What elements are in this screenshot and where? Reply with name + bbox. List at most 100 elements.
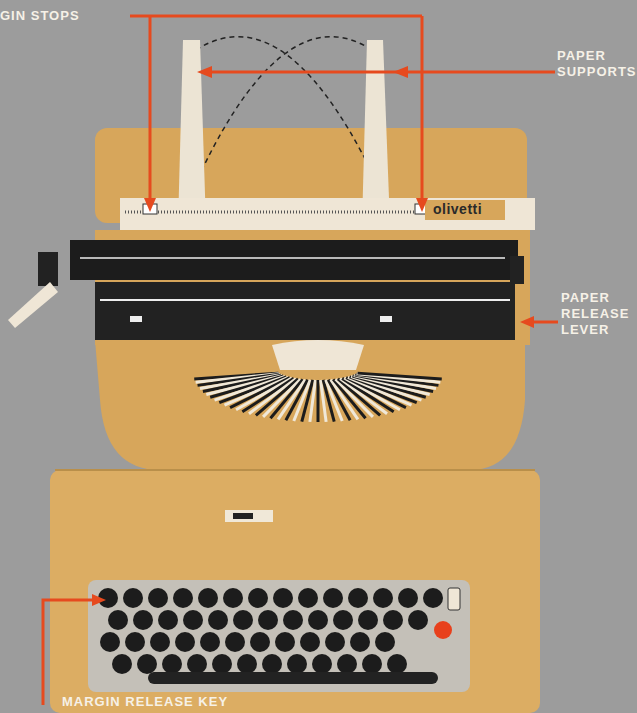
paper-bail — [100, 299, 510, 301]
key — [308, 610, 328, 630]
bail-roller — [130, 316, 142, 322]
key — [187, 654, 207, 674]
swing-arc — [196, 37, 385, 200]
key — [162, 654, 182, 674]
key — [133, 610, 153, 630]
key — [100, 632, 120, 652]
key — [348, 588, 368, 608]
type-bar — [263, 379, 300, 417]
key — [387, 654, 407, 674]
key — [108, 610, 128, 630]
arrowhead — [416, 198, 428, 212]
paper-table — [95, 282, 515, 340]
key — [233, 610, 253, 630]
key — [123, 588, 143, 608]
key — [208, 610, 228, 630]
type-guide — [272, 340, 364, 370]
platen — [70, 240, 518, 280]
carriage-lever — [8, 282, 58, 328]
key — [262, 654, 282, 674]
key — [148, 588, 168, 608]
key — [223, 588, 243, 608]
leader-lines — [43, 16, 558, 705]
keyboard-base — [50, 470, 540, 713]
type-bars — [194, 373, 442, 422]
key — [312, 654, 332, 674]
keys — [98, 588, 443, 674]
key — [300, 632, 320, 652]
key — [362, 654, 382, 674]
type-bar — [310, 380, 316, 422]
arrowheads — [92, 66, 534, 606]
body — [95, 340, 525, 470]
callout-label: GIN STOPS — [0, 8, 140, 24]
key — [275, 632, 295, 652]
brand-name: olivetti — [433, 201, 513, 217]
ribbon-selector-slot — [233, 513, 253, 519]
key — [337, 654, 357, 674]
scale — [125, 211, 420, 214]
arrowhead — [197, 66, 212, 78]
leader-line — [43, 600, 92, 705]
key — [237, 654, 257, 674]
key — [175, 632, 195, 652]
callout-label: MARGIN RELEASE KEY — [62, 694, 362, 710]
platen-line — [80, 257, 505, 259]
shift-lock — [448, 588, 460, 610]
key — [258, 610, 278, 630]
seam — [55, 469, 535, 471]
swing-arc — [188, 37, 372, 200]
space-bar — [148, 672, 438, 684]
key — [250, 632, 270, 652]
key — [398, 588, 418, 608]
key — [112, 654, 132, 674]
key — [325, 632, 345, 652]
callout-label: PAPER SUPPORTS — [557, 48, 637, 80]
key — [200, 632, 220, 652]
key — [408, 610, 428, 630]
type-bar — [358, 373, 442, 379]
arrowhead — [144, 198, 156, 212]
arrowhead — [393, 66, 408, 78]
arrowhead — [520, 316, 534, 328]
leader-line — [212, 71, 555, 74]
ribbon-selector — [225, 510, 273, 522]
key — [183, 610, 203, 630]
key — [137, 654, 157, 674]
key — [158, 610, 178, 630]
keyboard-panel — [88, 580, 470, 692]
key — [173, 588, 193, 608]
key — [333, 610, 353, 630]
key — [323, 588, 343, 608]
key — [225, 632, 245, 652]
red-key — [434, 621, 452, 639]
key — [273, 588, 293, 608]
paper-support — [362, 40, 390, 225]
arrowhead — [92, 594, 106, 606]
callout-label: PAPER RELEASE LEVER — [561, 290, 637, 338]
key — [350, 632, 370, 652]
key — [283, 610, 303, 630]
key — [373, 588, 393, 608]
key — [125, 632, 145, 652]
carriage-frame — [120, 198, 535, 230]
key — [383, 610, 403, 630]
key — [248, 588, 268, 608]
type-bar — [317, 380, 320, 422]
platen-knob — [510, 256, 524, 284]
key — [287, 654, 307, 674]
key — [212, 654, 232, 674]
leader-line — [532, 321, 558, 324]
key — [150, 632, 170, 652]
leader-line — [130, 16, 422, 200]
platen-knob — [38, 252, 58, 286]
key — [198, 588, 218, 608]
key — [358, 610, 378, 630]
key — [375, 632, 395, 652]
bail-roller — [380, 316, 392, 322]
paper-support — [178, 40, 206, 225]
key — [298, 588, 318, 608]
key — [423, 588, 443, 608]
